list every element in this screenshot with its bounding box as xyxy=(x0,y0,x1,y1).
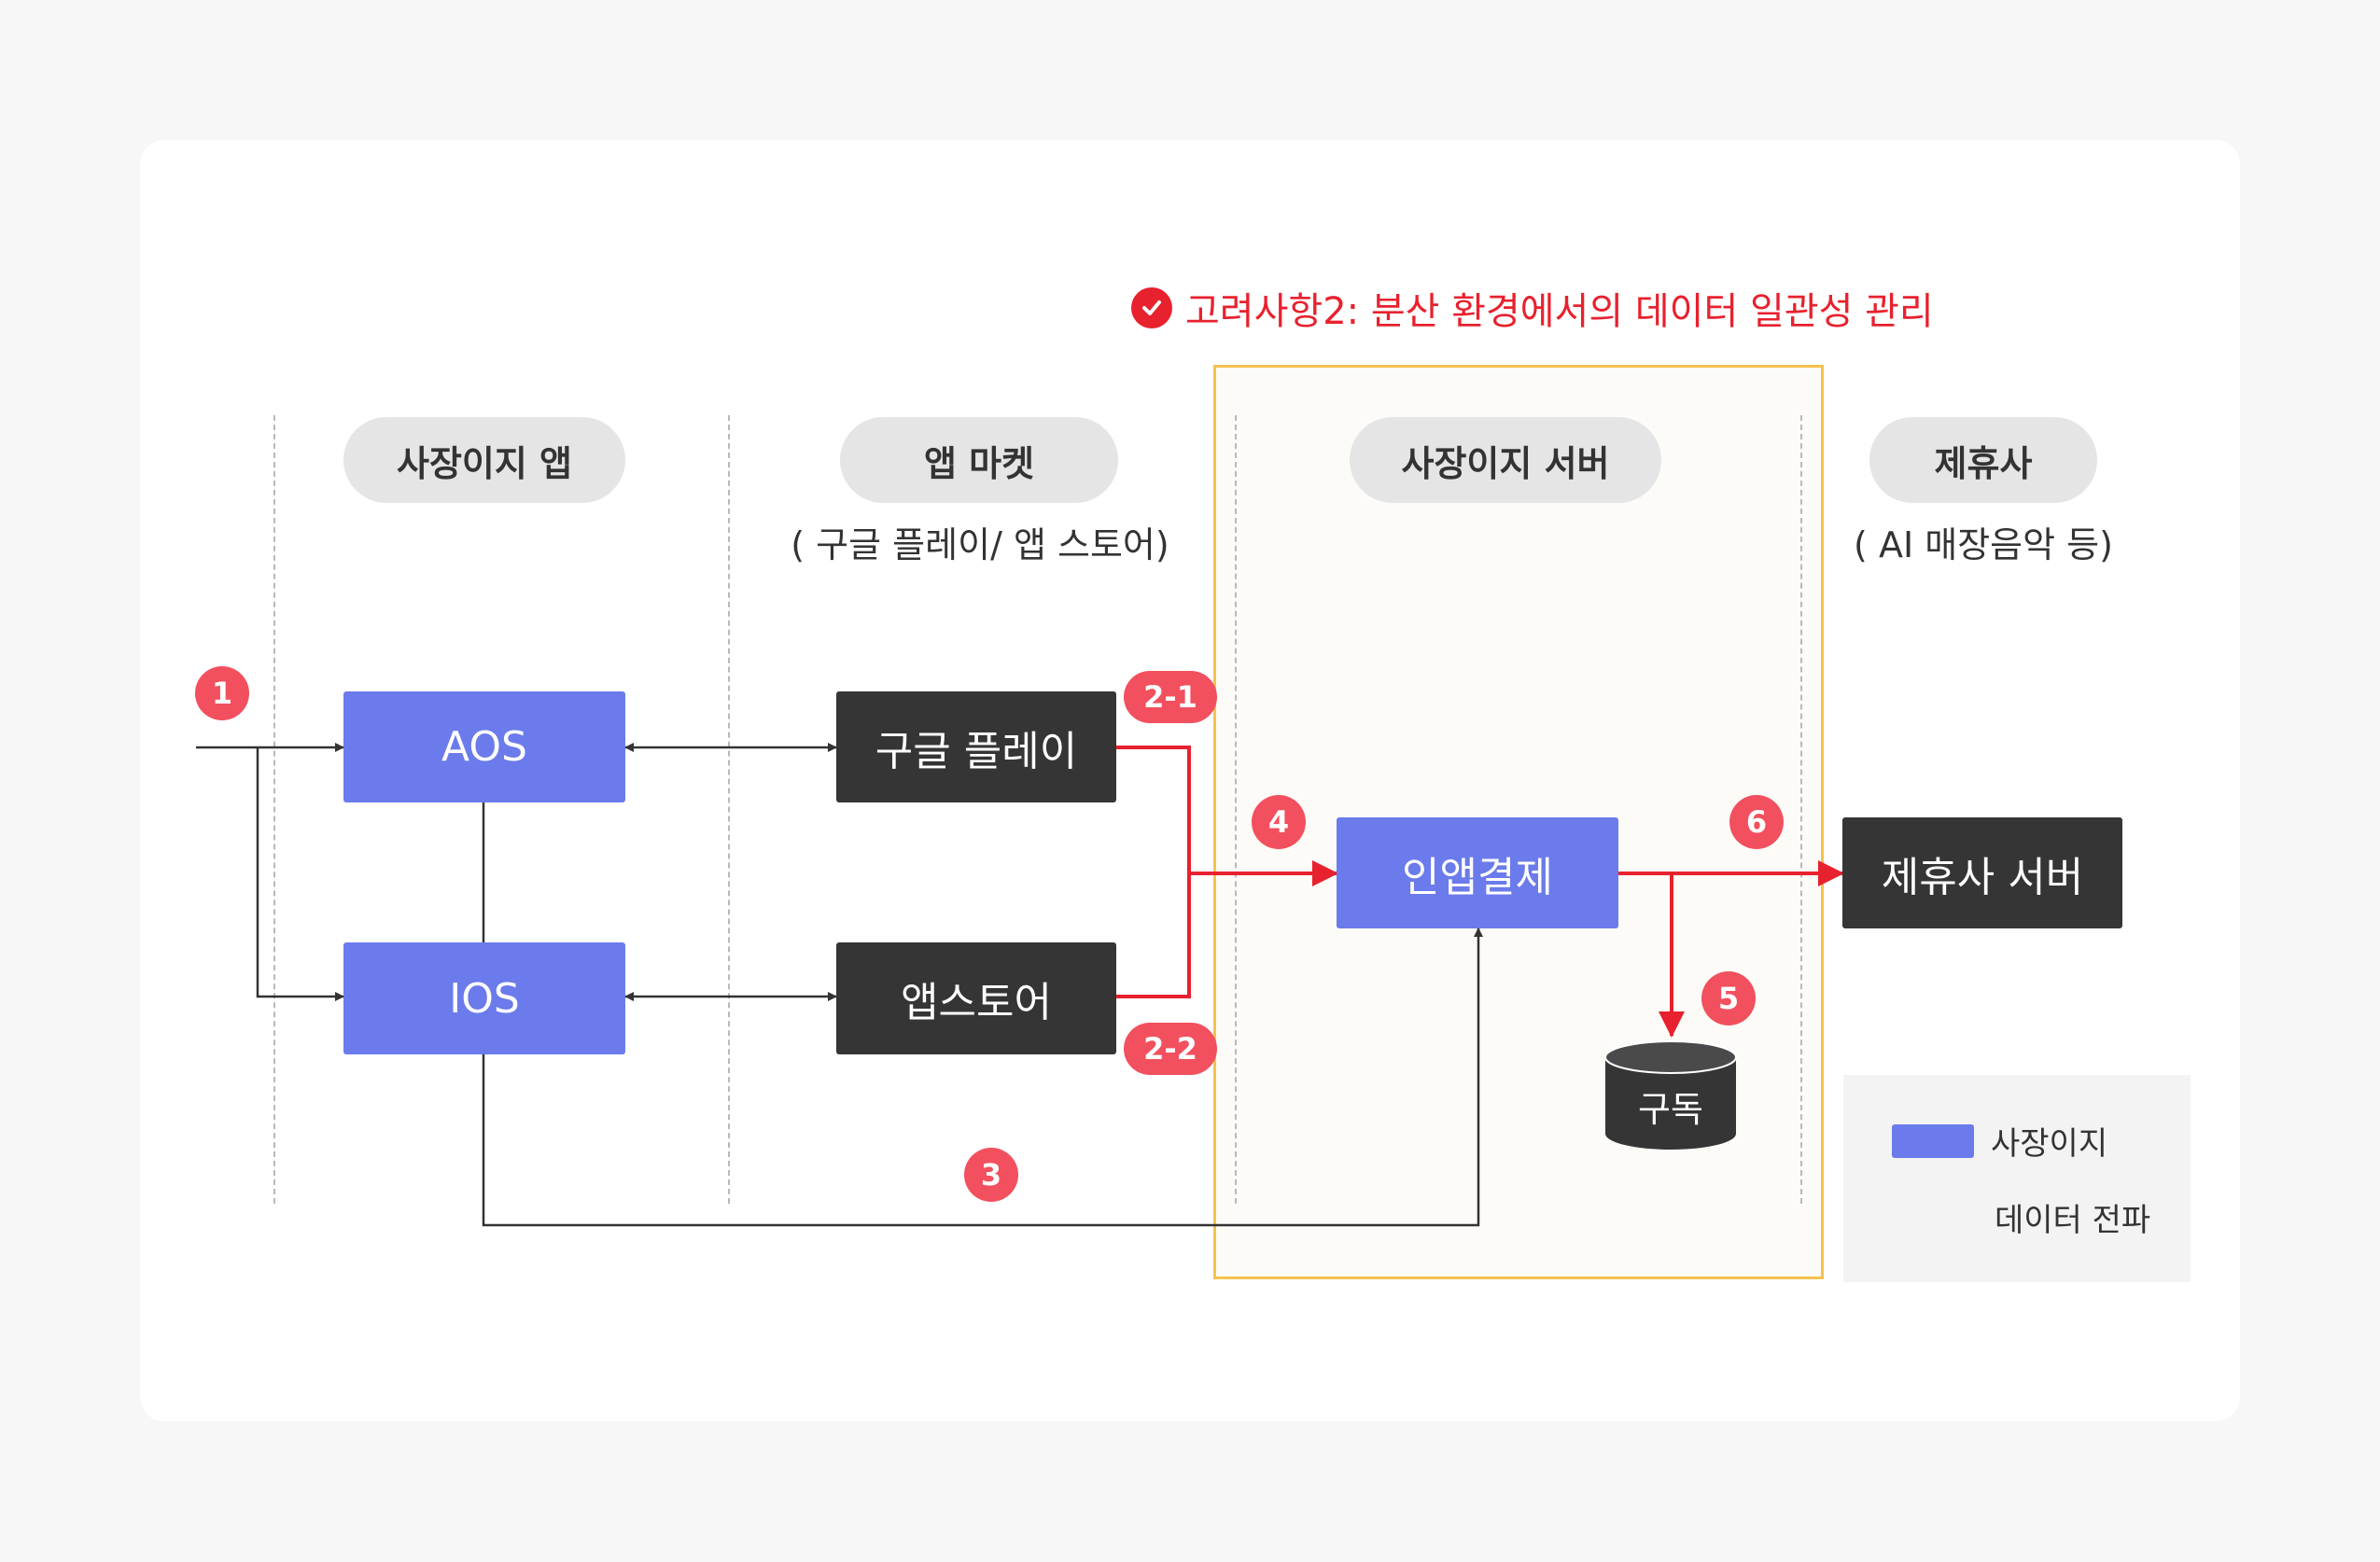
subscription-db-icon xyxy=(1604,1040,1737,1150)
step-badge-1: 1 xyxy=(195,666,249,720)
legend-flow-label: 데이터 전파 xyxy=(1995,1202,2151,1239)
lane-divider xyxy=(728,415,730,1204)
title-text: 고려사항2: 분산 환경에서의 데이터 일관성 관리 xyxy=(1185,290,1934,333)
lane-divider xyxy=(1800,415,1802,1204)
lane-header-app: 사장이지 앱 xyxy=(343,417,625,503)
lane-divider xyxy=(1235,415,1237,1204)
market-merge-line xyxy=(1116,746,1191,998)
legend-row-flow: 데이터 전파 xyxy=(1995,1194,2150,1240)
ios-to-inapp-arrow xyxy=(482,927,1483,1227)
legend-row-app: 사장이지 xyxy=(1892,1118,2107,1164)
subscription-db-label: 구독 xyxy=(1638,1088,1703,1130)
google-play-node: 구글 플레이 xyxy=(836,691,1116,802)
lane-subheader-market: ( 구글 플레이/ 앱 스토어) xyxy=(791,524,1169,565)
check-circle-icon xyxy=(1131,287,1172,328)
partner-server-node: 제휴사 서버 xyxy=(1842,817,2122,928)
step-badge-5: 5 xyxy=(1701,971,1756,1025)
app-store-node: 앱스토어 xyxy=(836,942,1116,1054)
step-badge-2-1: 2-1 xyxy=(1124,671,1217,723)
consideration-title: 고려사항2: 분산 환경에서의 데이터 일관성 관리 xyxy=(1131,280,1934,336)
step-badge-2-2: 2-2 xyxy=(1124,1023,1217,1075)
step-badge-6: 6 xyxy=(1729,795,1784,849)
step-badge-4: 4 xyxy=(1252,795,1306,849)
inapp-payment-node: 인앱결제 xyxy=(1337,817,1618,928)
lane-header-server: 사장이지 서버 xyxy=(1350,417,1661,503)
legend: 사장이지 데이터 전파 xyxy=(1843,1075,2191,1282)
lane-divider xyxy=(273,415,275,1204)
lane-header-partner: 제휴사 xyxy=(1869,417,2097,503)
lane-header-market: 앱 마켓 xyxy=(840,417,1118,503)
ios-node: IOS xyxy=(343,942,625,1054)
aos-node: AOS xyxy=(343,691,625,802)
entry-to-ios-arrow xyxy=(256,747,344,1001)
legend-swatch-icon xyxy=(1892,1123,1974,1158)
step-badge-3: 3 xyxy=(964,1148,1018,1202)
legend-app-label: 사장이지 xyxy=(1991,1125,2108,1163)
lane-subheader-partner: ( AI 매장음악 등) xyxy=(1854,524,2113,565)
